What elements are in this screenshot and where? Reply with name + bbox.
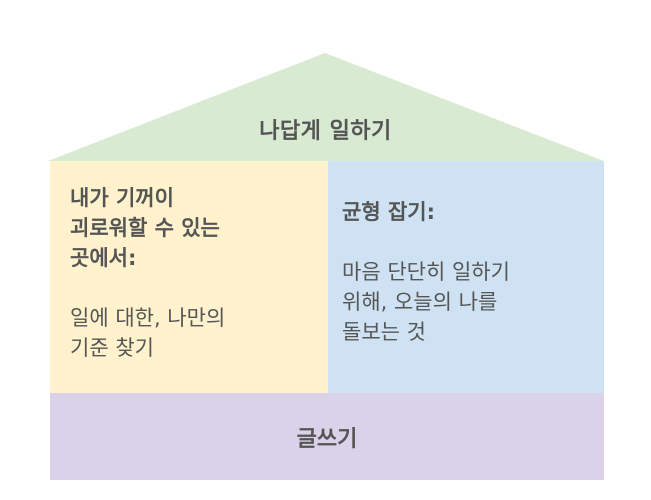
foundation-label: 글쓰기	[296, 426, 358, 452]
house-roof	[48, 53, 604, 161]
pillar-right-heading: 균형 잡기:	[342, 200, 435, 224]
roof-label: 나답게 일하기	[259, 119, 392, 144]
pillar-left-heading: 내가 기꺼이 괴로워할 수 있는 곳에서:	[70, 186, 220, 270]
roof-triangle	[48, 53, 604, 161]
pillar-left-body: 일에 대한, 나만의 기준 찾기	[70, 306, 226, 360]
pillar-right-body: 마음 단단히 일하기 위해, 오늘의 나를 돌보는 것	[342, 260, 510, 344]
pillar-right: 균형 잡기: 마음 단단히 일하기 위해, 오늘의 나를 돌보는 것	[328, 161, 604, 393]
house-foundation: 글쓰기	[50, 393, 604, 480]
pillar-left: 내가 기꺼이 괴로워할 수 있는 곳에서: 일에 대한, 나만의 기준 찾기	[50, 161, 328, 393]
